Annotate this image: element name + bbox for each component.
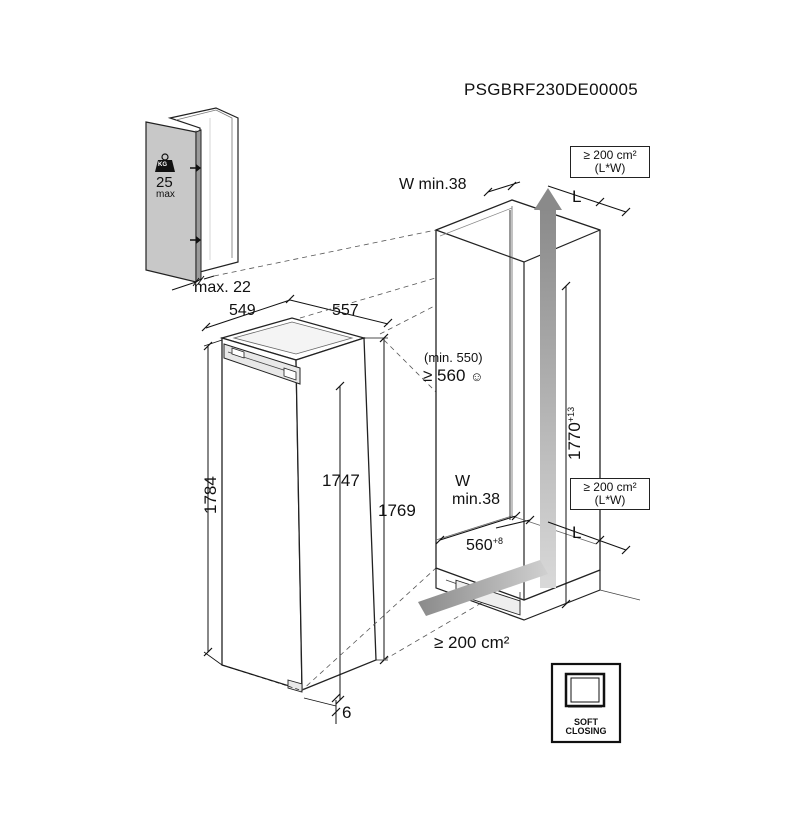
- weight-icon-text: KG: [158, 162, 167, 168]
- door-panel-illustration: [145, 107, 239, 291]
- door-weight-value: 25: [156, 174, 173, 191]
- product-code: PSGBRF230DE00005: [464, 80, 638, 99]
- bottom-l-label: L: [572, 523, 582, 542]
- top-vent-box-line2: (L*W): [594, 161, 626, 175]
- bottom-vent-box-line2: (L*W): [594, 493, 626, 507]
- niche-height-label: 1770+13: [565, 406, 584, 460]
- top-vent-box: ≥ 200 cm² (L*W): [570, 146, 650, 178]
- soft-closing-icon: [550, 662, 622, 744]
- door-weight-suffix: max: [156, 189, 175, 200]
- plinth-vent-label: ≥ 200 cm²: [434, 633, 510, 652]
- niche-illustration: [418, 181, 641, 621]
- bottom-offset-label: 6: [342, 703, 352, 722]
- top-l-label: L: [572, 187, 582, 206]
- soft-closing-text: SOFT CLOSING: [565, 717, 607, 736]
- bottom-vent-box-line1: ≥ 200 cm²: [583, 480, 637, 494]
- niche-depth-label: ≥ 560 ☺: [423, 366, 484, 385]
- smiley-icon: ☺: [470, 369, 484, 384]
- width-label: 557: [332, 302, 359, 319]
- height-inner-label: 1747: [322, 471, 360, 490]
- appliance-illustration: [201, 294, 393, 724]
- height-total-label: 1784: [201, 476, 220, 514]
- bottom-gap-label: min.38: [452, 491, 501, 508]
- height-side-label: 1769: [378, 501, 416, 520]
- weight-icon: [155, 160, 175, 172]
- bottom-vent-box: ≥ 200 cm² (L*W): [570, 478, 650, 510]
- depth-label: 549: [229, 302, 256, 319]
- top-vent-box-line1: ≥ 200 cm²: [583, 148, 637, 162]
- door-thickness-label: max. 22: [194, 279, 251, 296]
- niche-width-label: 560+8: [466, 536, 503, 554]
- bottom-gap-w-label: W: [455, 473, 471, 490]
- top-gap-label: W min.38: [399, 176, 467, 193]
- niche-depth-min-label: (min. 550): [424, 350, 483, 365]
